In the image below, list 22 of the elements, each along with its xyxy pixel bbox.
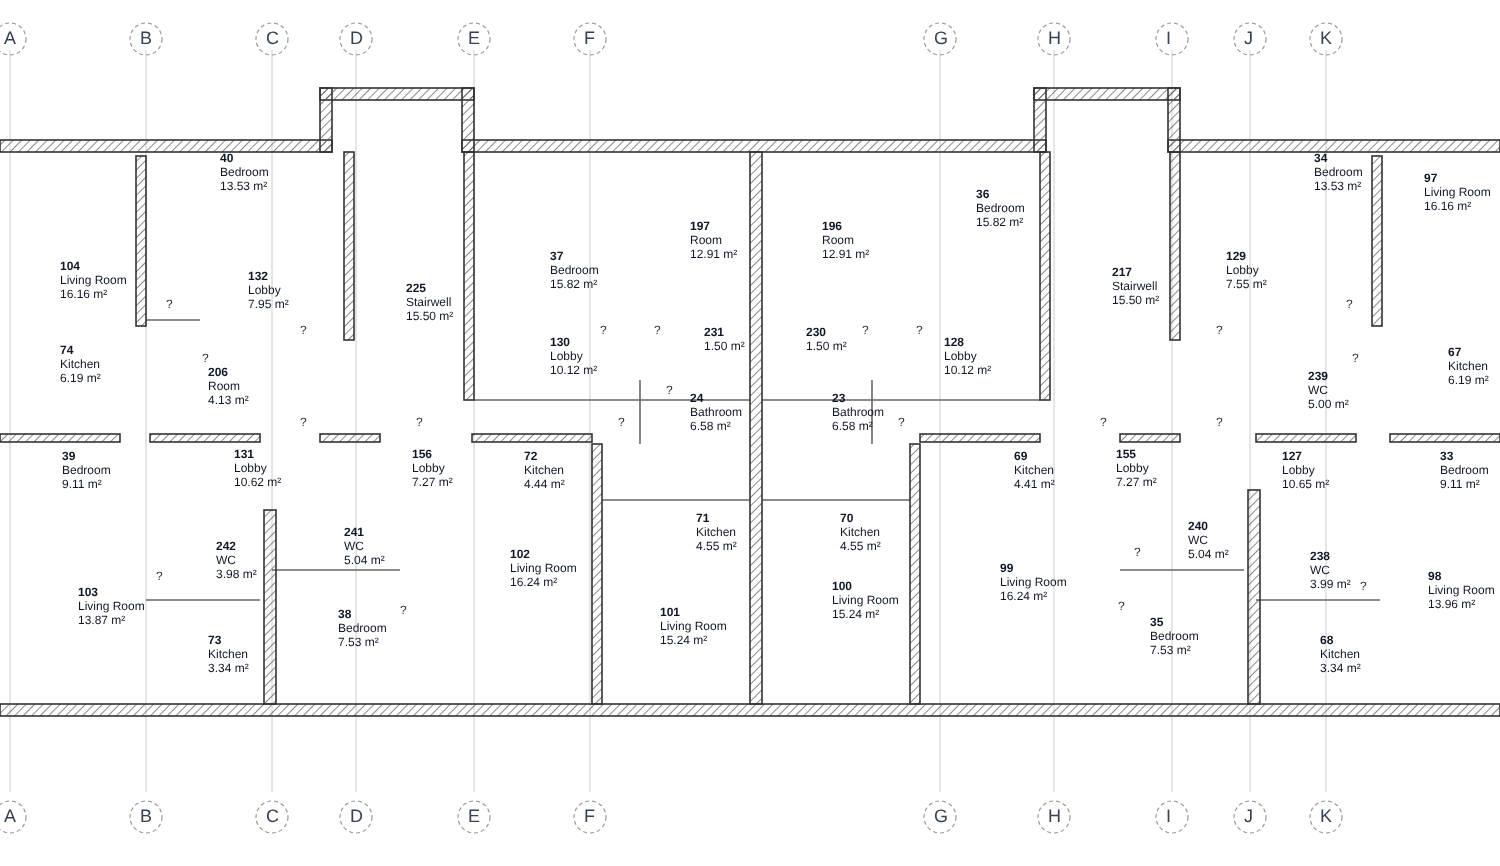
grid-label: E <box>468 28 481 50</box>
grid-label: G <box>934 806 949 828</box>
grid-label: I <box>1166 806 1172 828</box>
grid-label: A <box>4 28 17 50</box>
grid-label: I <box>1166 28 1172 50</box>
grid-label: E <box>468 806 481 828</box>
grid-label: J <box>1244 28 1253 50</box>
grid-label: G <box>934 28 949 50</box>
grid-label: K <box>1320 28 1333 50</box>
grid-label: B <box>140 28 153 50</box>
grid-label: B <box>140 806 153 828</box>
grid-label: J <box>1244 806 1253 828</box>
grid-label: C <box>266 28 279 50</box>
grid-label: K <box>1320 806 1333 828</box>
grid-label: D <box>350 28 363 50</box>
grid-label: F <box>584 806 595 828</box>
grid-label: F <box>584 28 595 50</box>
grid-label: H <box>1048 28 1061 50</box>
grid-label: A <box>4 806 17 828</box>
grid-label: H <box>1048 806 1061 828</box>
grid-label: C <box>266 806 279 828</box>
grid-label: D <box>350 806 363 828</box>
